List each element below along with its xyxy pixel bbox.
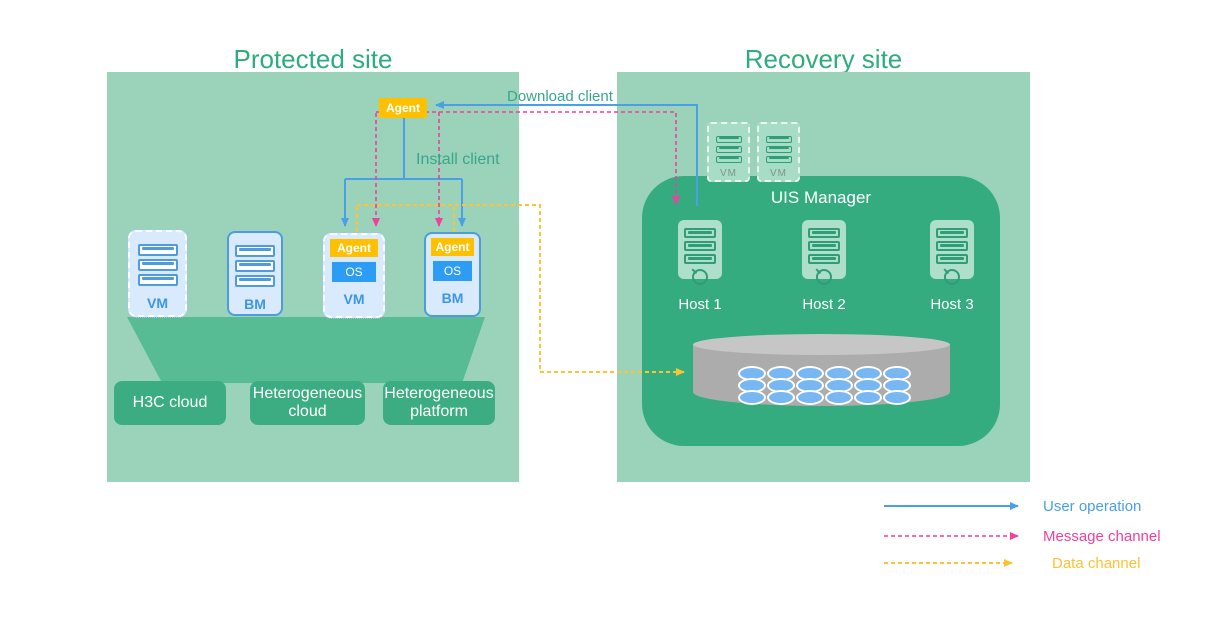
server-trays-icon <box>802 220 846 264</box>
platform-h3c-cloud: H3C cloud <box>114 381 226 425</box>
host-3-icon <box>930 220 974 289</box>
host-2-icon <box>802 220 846 289</box>
tray-icon <box>715 156 742 163</box>
host-1-icon <box>678 220 722 289</box>
tray-icon <box>684 228 716 238</box>
tray-icon <box>137 274 178 286</box>
disk-stack-icon <box>796 366 824 405</box>
uis-manager-label: UIS Manager <box>770 188 872 207</box>
legend-user-operation-label: User operation <box>1043 498 1142 515</box>
host-2-label: Host 2 <box>802 296 846 313</box>
tray-icon <box>715 136 742 143</box>
recovery-vm-label: VM <box>770 168 787 179</box>
bm-server: BM <box>227 231 283 316</box>
platform-heterogeneous-cloud: Heterogeneous cloud <box>250 381 365 425</box>
tray-icon <box>808 241 840 251</box>
recovery-vm-box: VM <box>757 122 800 182</box>
vm-server-label: VM <box>147 295 168 311</box>
disk-stack-icon <box>883 366 911 405</box>
platform-heterogeneous-platform: Heterogeneous platform <box>383 381 495 425</box>
download-client-arrow <box>435 101 698 206</box>
server-trays-icon <box>930 220 974 264</box>
message-channel-arrow-host <box>376 111 680 205</box>
tray-icon <box>936 254 968 264</box>
tray-icon <box>936 228 968 238</box>
server-trays-icon <box>759 124 798 163</box>
os-bar: OS <box>433 261 472 281</box>
vm-server: VM <box>127 229 188 318</box>
bm-server-label: BM <box>244 296 266 312</box>
disk-stack-icon <box>767 366 795 405</box>
bm-server-with-agent: Agent OS BM <box>424 232 481 317</box>
server-trays-icon <box>709 124 748 163</box>
host-1-label: Host 1 <box>678 296 722 313</box>
tray-icon <box>235 275 275 287</box>
download-client-label: Download client <box>507 88 613 105</box>
agent-badge: Agent <box>379 98 427 118</box>
tray-icon <box>765 156 792 163</box>
tray-icon <box>684 241 716 251</box>
funnel-shape <box>127 317 485 383</box>
disk-stack-icon <box>825 366 853 405</box>
tray-icon <box>684 254 716 264</box>
disk-stack-icon <box>738 366 766 405</box>
protected-site-title: Protected site <box>233 44 393 74</box>
tray-icon <box>765 146 792 153</box>
server-trays-icon <box>678 220 722 264</box>
storage-cylinder-top <box>693 334 950 355</box>
disk-stack-icon <box>854 366 882 405</box>
legend-data-channel-label: Data channel <box>1052 555 1141 572</box>
tray-icon <box>936 241 968 251</box>
tray-icon <box>808 254 840 264</box>
install-client-label: Install client <box>416 151 500 168</box>
vm-server-with-agent: Agent OS VM <box>322 232 386 319</box>
vm-server-label: VM <box>343 291 365 307</box>
tray-icon <box>715 146 742 153</box>
bm-server-label: BM <box>441 290 464 306</box>
tray-icon <box>765 136 792 143</box>
tray-icon <box>235 260 275 272</box>
recovery-vm-label: VM <box>720 168 737 179</box>
recovery-site-title: Recovery site <box>744 44 903 74</box>
tray-icon <box>137 259 178 271</box>
agent-bar: Agent <box>431 238 474 256</box>
server-trays-icon <box>130 232 185 286</box>
os-bar: OS <box>332 262 376 282</box>
data-channel-arrow <box>357 204 685 376</box>
agent-bar: Agent <box>330 239 378 257</box>
recovery-vm-box: VM <box>707 122 750 182</box>
tray-icon <box>137 244 178 256</box>
tray-icon <box>235 245 275 257</box>
legend-message-channel-label: Message channel <box>1043 528 1161 545</box>
server-trays-icon <box>229 233 281 287</box>
tray-icon <box>808 228 840 238</box>
host-3-label: Host 3 <box>930 296 974 313</box>
